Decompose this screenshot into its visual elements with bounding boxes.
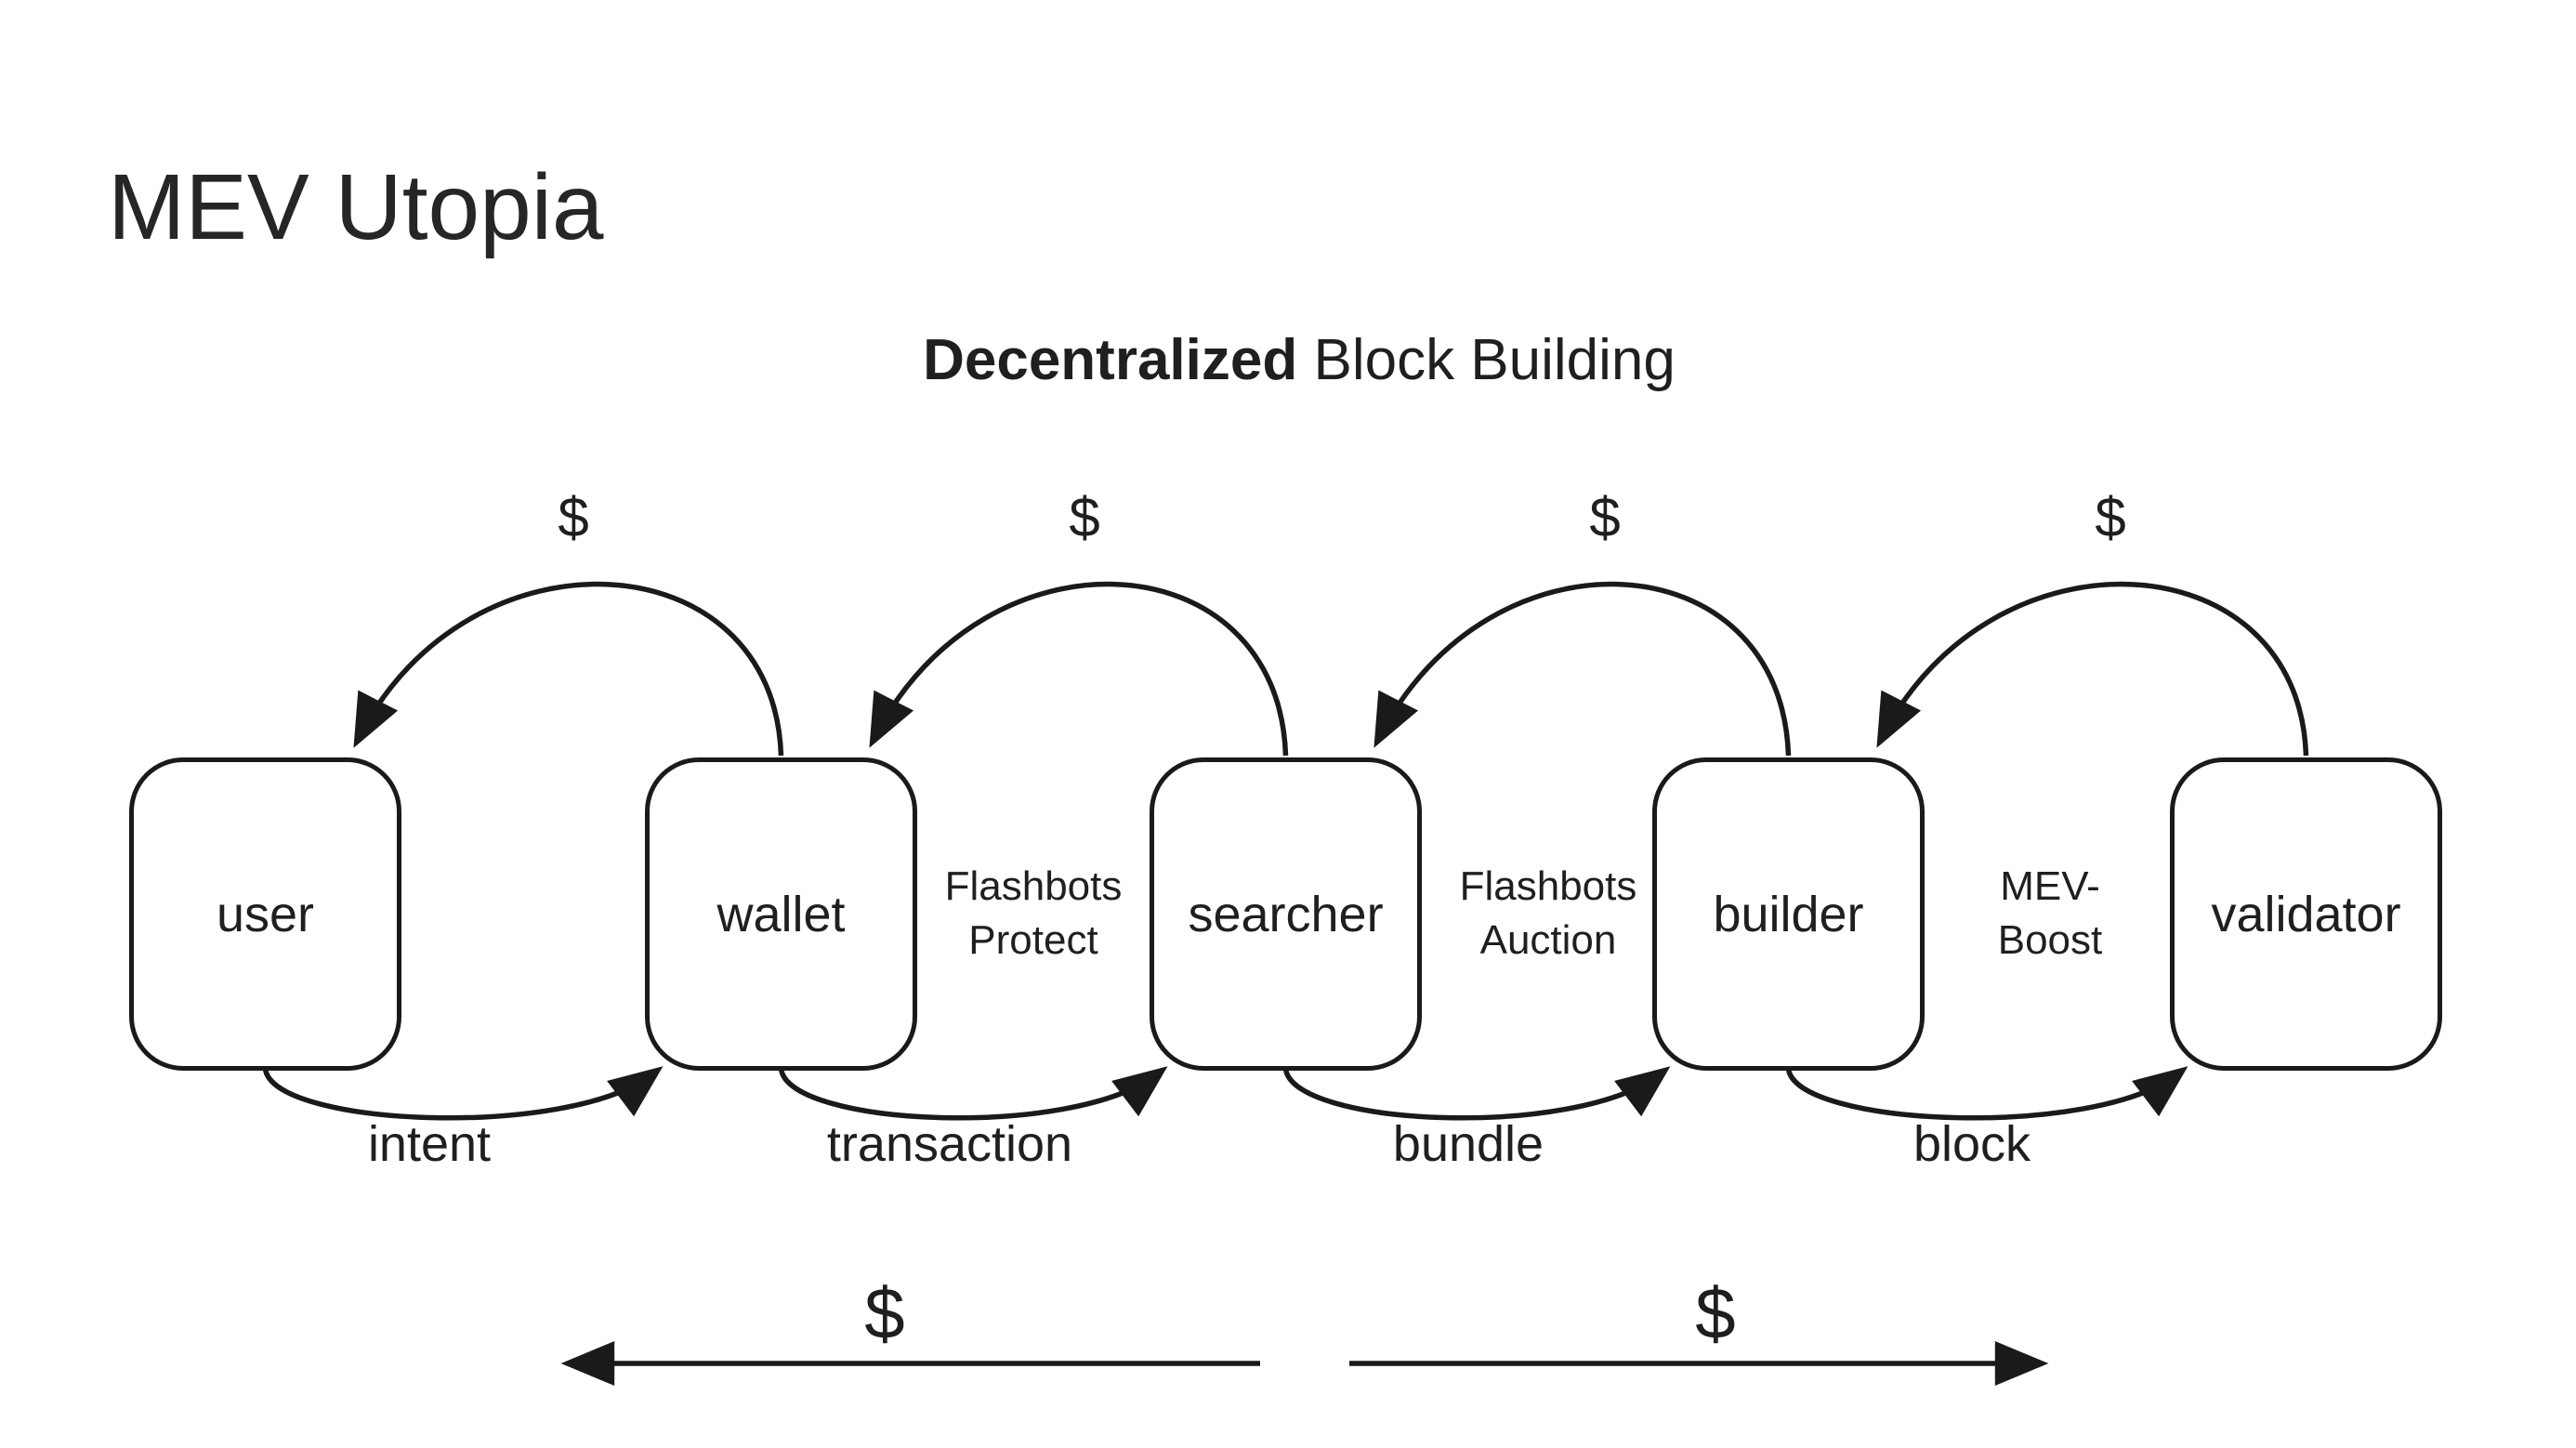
channel-label-line2: Boost: [1997, 917, 2103, 964]
node-searcher: searcher: [1150, 757, 1422, 1071]
dollar-label-validator-builder: $: [2095, 486, 2126, 548]
node-user: user: [129, 757, 401, 1071]
channel-label-line1: MEV-: [2000, 863, 2100, 909]
dollar-label-fee-right: $: [1695, 1272, 1736, 1354]
dollar-label-fee-left: $: [864, 1272, 905, 1354]
channel-label-line1: Flashbots: [1459, 863, 1637, 909]
flow-label-transaction: transaction: [826, 1116, 1073, 1172]
flow-label-bundle: bundle: [1392, 1116, 1544, 1172]
payment-arc-builder-to-searcher: [1373, 581, 1792, 757]
subtitle-bold-text: Decentralized: [923, 328, 1298, 392]
node-label: validator: [2211, 886, 2401, 942]
flow-arc-block-builder-to-validator: [1785, 1066, 2188, 1121]
payment-arc-wallet-to-user: [353, 581, 784, 757]
dollar-label-builder-searcher: $: [1589, 486, 1621, 548]
flow-arc-transaction-wallet-to-searcher: [778, 1066, 1168, 1121]
flow-label-intent: intent: [367, 1116, 492, 1172]
page-title: MEV Utopia: [108, 155, 604, 259]
node-validator: validator: [2170, 757, 2442, 1071]
flow-label-block: block: [1912, 1116, 2031, 1172]
channel-label-flashbots-protect: Flashbots Protect: [903, 860, 1163, 968]
node-label: builder: [1713, 886, 1864, 942]
node-builder: builder: [1652, 757, 1925, 1071]
channel-label-mev-boost: MEV- Boost: [1920, 860, 2180, 968]
channel-label-line2: Auction: [1479, 917, 1617, 964]
dollar-label-wallet-user: $: [558, 486, 589, 548]
channel-label-line1: Flashbots: [944, 863, 1123, 909]
node-label: searcher: [1188, 886, 1384, 942]
channel-label-flashbots-auction: Flashbots Auction: [1418, 860, 1678, 968]
payment-arc-validator-to-builder: [1876, 581, 2309, 757]
node-wallet: wallet: [645, 757, 917, 1071]
dollar-label-searcher-wallet: $: [1069, 486, 1100, 548]
node-label: wallet: [716, 886, 846, 942]
flow-arc-bundle-searcher-to-builder: [1282, 1066, 1671, 1121]
channel-label-line2: Protect: [968, 917, 1098, 964]
node-label: user: [216, 886, 315, 942]
payment-arc-searcher-to-wallet: [869, 581, 1289, 757]
subtitle-rest-text: Block Building: [1297, 328, 1676, 392]
flow-arc-intent-user-to-wallet: [262, 1066, 664, 1121]
slide-subtitle: Decentralized Block Building: [569, 327, 2030, 393]
